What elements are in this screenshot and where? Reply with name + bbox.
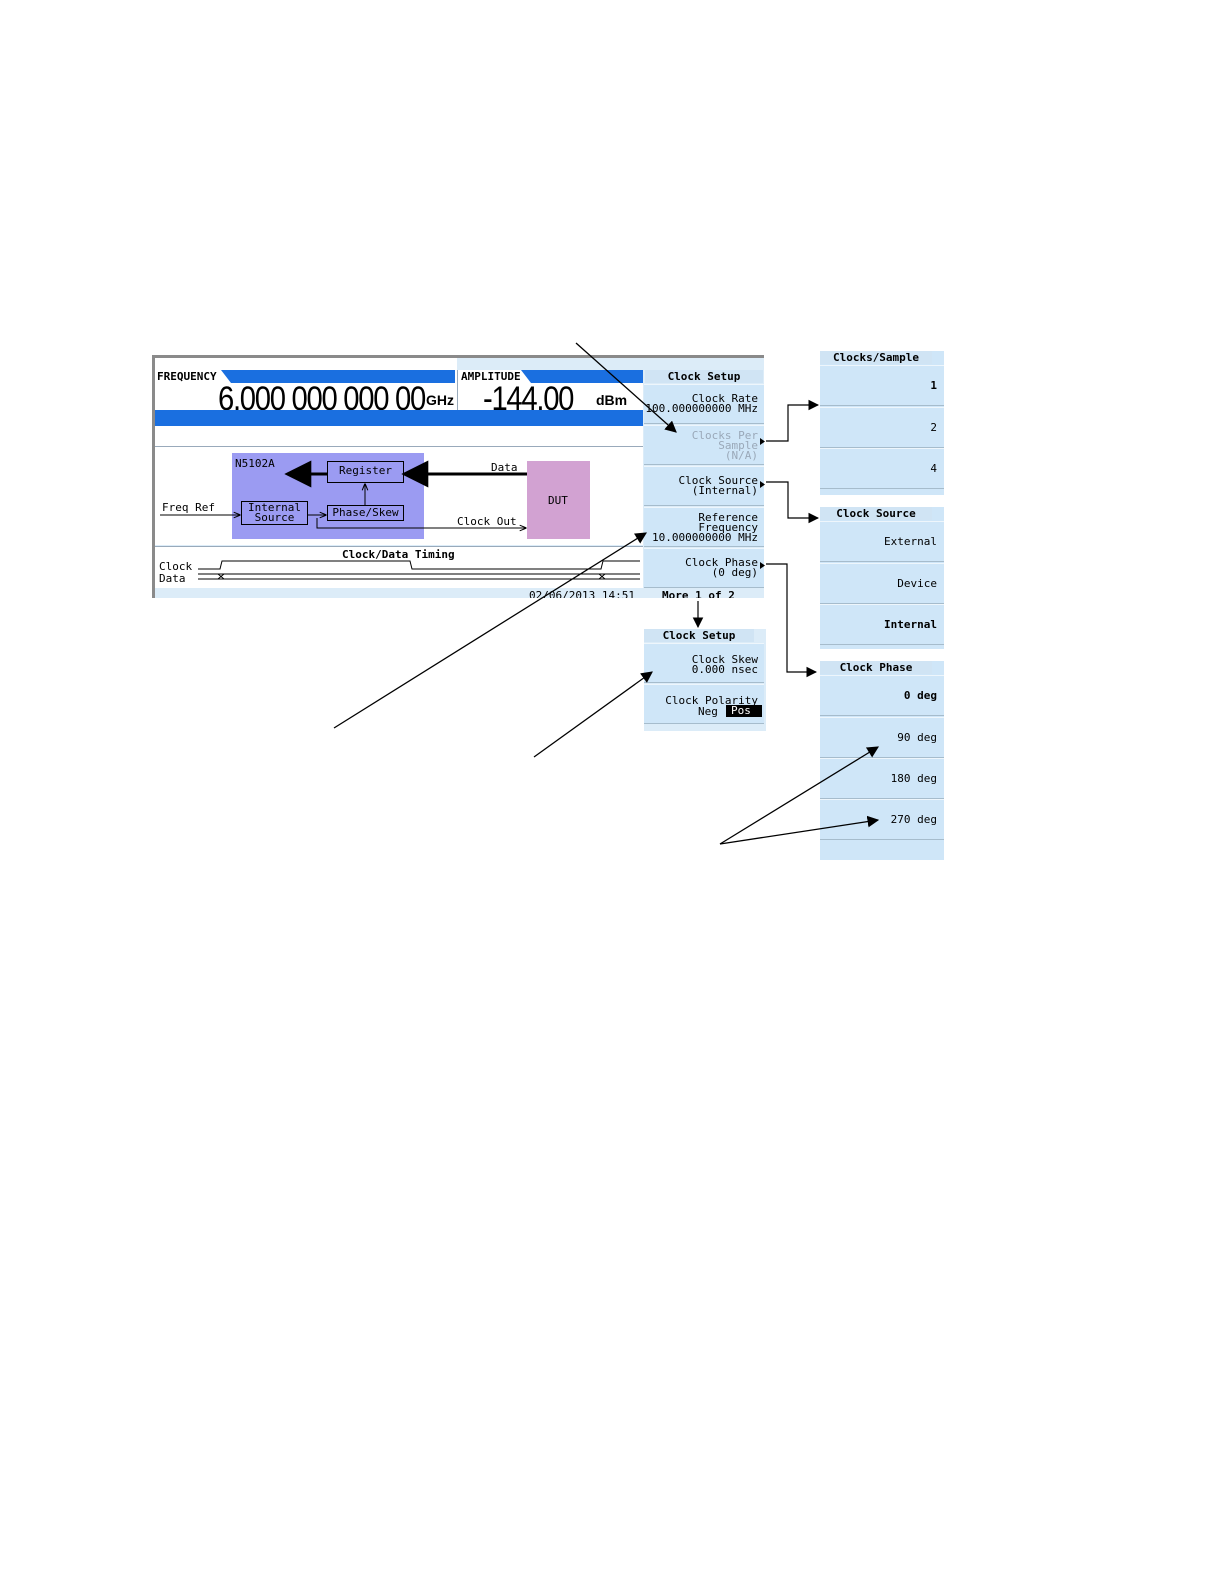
clock-polarity-softkey[interactable]: Clock Polarity Neg Pos [644,684,764,724]
clock-source-label: Clock Source [678,474,758,487]
internal-source-box: Internal Source [241,501,308,525]
more-indicator: More 1 of 2 [662,589,735,598]
clock-source-menu: Clock Source External Device Internal [820,507,944,649]
option-label: 180 deg [890,772,937,785]
softkey-menu-title: Clock Setup [645,370,763,383]
clocks-per-sample-line2: Sample [718,439,758,452]
clock-phase-0-deg[interactable]: 0 deg [820,675,944,716]
phase-skew-box: Phase/Skew [327,505,404,521]
timing-clock-label: Clock [159,560,193,573]
timing-area [155,546,643,589]
clock-source-external[interactable]: External [820,521,944,562]
timing-data-label: Data [159,572,186,585]
option-label: Device [897,577,937,590]
clock-skew-value: 0.000 nsec [691,663,758,676]
option-label: 270 deg [890,813,937,826]
amplitude-header-stripe [521,370,643,383]
clock-skew-label: Clock Skew [691,653,758,666]
dut-label: DUT [548,494,568,507]
timing-title: Clock/Data Timing [342,548,455,561]
clocks-per-sample-line1: Clocks Per [691,429,758,442]
frequency-label: FREQUENCY [155,370,223,383]
option-label: 4 [930,462,937,475]
clock-phase-value: (0 deg) [711,566,758,579]
option-label: 2 [930,421,937,434]
clock-phase-label: Clock Phase [685,556,758,569]
reference-frequency-line1: Reference [698,511,758,524]
data-label: Data [491,461,518,474]
softkey-arrows [760,438,765,569]
option-label: 90 deg [897,731,937,744]
frequency-area [155,358,457,410]
clocks-sample-option-4[interactable]: 4 [820,448,944,489]
reference-frequency-softkey[interactable]: Reference Frequency 10.000000000 MHz [644,507,764,547]
bottom-status-line [155,588,643,598]
frequency-unit: GHz [426,392,454,408]
clock-phase-menu: Clock Phase 0 deg 90 deg 180 deg 270 deg [820,661,944,860]
clock-source-device[interactable]: Device [820,563,944,604]
register-box: Register [327,461,404,483]
clock-out-label: Clock Out [457,515,517,528]
internal-source-line2: Source [254,511,295,524]
clocks-per-sample-menu: Clocks/Sample 1 2 4 [820,351,944,495]
clock-rate-label: Clock Rate [691,392,758,405]
reference-frequency-line2: Frequency [698,521,758,534]
option-label: Internal [884,618,937,631]
clock-setup-page2: Clock Setup Clock Skew 0.000 nsec Clock … [644,629,766,731]
frequency-header-stripe [221,370,455,383]
clock-skew-softkey[interactable]: Clock Skew 0.000 nsec [644,643,764,683]
freq-ref-label: Freq Ref [162,501,215,514]
dut-block [527,461,590,539]
option-label: 1 [930,379,937,392]
callout-arrows [333,342,880,845]
polarity-neg: Neg [698,705,718,718]
amplitude-unit: dBm [596,392,628,408]
reference-frequency-value: 10.000000000 MHz [652,531,758,544]
timing-traces [198,560,640,580]
page2-title: Clock Setup [644,629,754,642]
internal-source-line1: Internal [248,501,301,514]
clock-phase-menu-title: Clock Phase [820,661,932,674]
clock-phase-180-deg[interactable]: 180 deg [820,758,944,799]
clocks-per-sample-line3: (N/A) [724,449,758,462]
clock-rate-value: 100.000000000 MHz [645,402,758,415]
amplitude-label: AMPLITUDE [459,370,523,383]
clocks-per-sample-softkey[interactable]: Clocks Per Sample (N/A) [644,425,764,465]
clock-source-softkey[interactable]: Clock Source (Internal) [644,466,764,506]
clock-source-value: (Internal) [691,484,758,497]
clocks-sample-option-2[interactable]: 2 [820,407,944,448]
clock-phase-softkey[interactable]: Clock Phase (0 deg) [644,548,764,588]
annunciator-row [155,426,643,447]
clock-source-internal[interactable]: Internal [820,604,944,645]
clock-rate-softkey[interactable]: Clock Rate 100.000000000 MHz [644,384,764,424]
datetime: 02/06/2013 14:51 [529,589,635,598]
clock-source-menu-title: Clock Source [820,507,932,520]
option-label: 0 deg [903,689,937,702]
model-label: N5102A [235,457,275,470]
menu-connectors [692,399,820,678]
polarity-pos: Pos [726,705,762,717]
clock-phase-270-deg[interactable]: 270 deg [820,799,944,840]
clocks-sample-title: Clocks/Sample [820,351,932,364]
instrument-screen: FREQUENCY 6.000 000 000 00 GHz AMPLITUDE… [152,355,764,598]
clock-polarity-label: Clock Polarity [665,694,758,707]
diagram-wiring [160,460,527,528]
status-bar-stripe [155,410,643,426]
clock-phase-90-deg[interactable]: 90 deg [820,717,944,758]
clocks-sample-option-1[interactable]: 1 [820,365,944,406]
option-label: External [884,535,937,548]
